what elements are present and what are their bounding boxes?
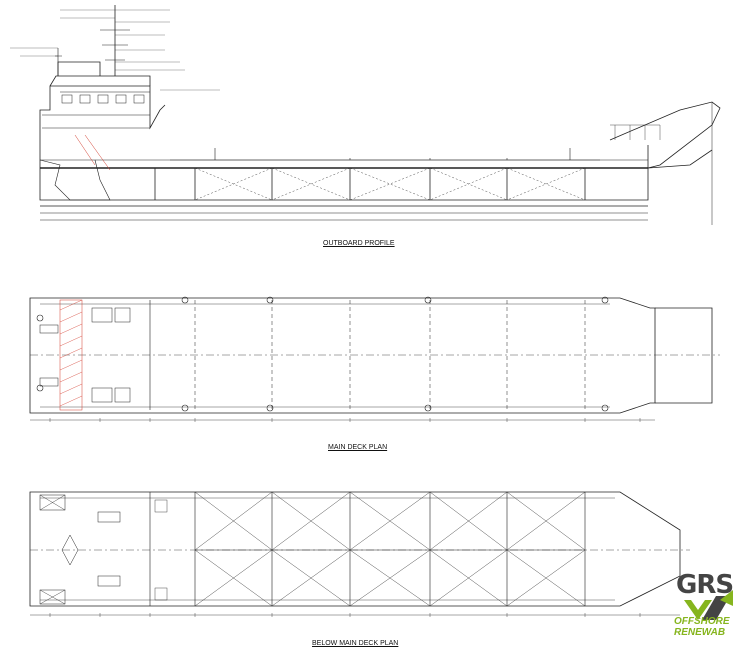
logo-chevron-icon xyxy=(684,590,733,620)
grs-logo: GRS OFFSHORE RENEWAB xyxy=(672,570,733,653)
outboard-profile-title: OUTBOARD PROFILE xyxy=(323,240,395,247)
logo-grs-text: GRS xyxy=(676,570,733,600)
main-deck-plan-drawing xyxy=(29,296,720,421)
logo-renewables-text: RENEWAB xyxy=(674,627,726,638)
below-main-deck-plan-drawing xyxy=(29,491,690,616)
below-main-deck-plan-title: BELOW MAIN DECK PLAN xyxy=(312,640,399,647)
outboard-profile-drawing xyxy=(10,5,721,225)
frame-ticks xyxy=(49,418,641,617)
logo-offshore-text: OFFSHORE xyxy=(674,616,730,627)
main-deck-plan-title: MAIN DECK PLAN xyxy=(328,444,388,451)
